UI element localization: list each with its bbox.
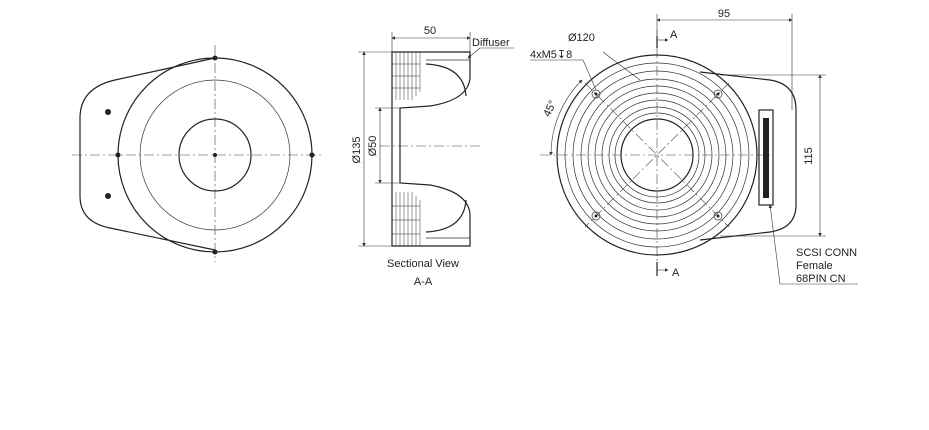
left-center-dot [213, 153, 217, 157]
left-mount-hole-bottom [105, 193, 111, 199]
connector-label-line3: 68PIN CN [796, 273, 846, 285]
right-rear-view: 95 115 [530, 8, 858, 285]
section-subtitle: A-A [414, 276, 433, 288]
right-diagonal-1 [584, 82, 730, 228]
section-fins-bottom [392, 192, 421, 246]
connector-label-line2: Female [796, 260, 833, 272]
connector-leader [768, 204, 781, 285]
sectional-view: 50 Ø135 Ø50 [351, 25, 514, 288]
scsi-connector-pins [763, 118, 769, 198]
right-mount-hole-bl [591, 211, 601, 221]
dia-leader [602, 51, 641, 81]
diffuser-leader [467, 47, 481, 59]
section-diffuser-bottom [425, 199, 467, 233]
left-housing-outline [79, 57, 216, 251]
right-height-dim: 115 [803, 147, 815, 165]
section-inner-dia-dim: Ø50 [367, 136, 379, 157]
right-mount-hole-tr [713, 89, 723, 99]
section-body-outline [391, 51, 471, 247]
section-diffuser-top [425, 63, 467, 97]
section-outer-dia-dim: Ø135 [351, 137, 363, 164]
scsi-connector-body [758, 109, 774, 206]
section-marker-top: A [670, 29, 678, 41]
angle-dim: 45° [541, 99, 559, 119]
angle-arc [549, 79, 583, 156]
connector-label-line1: SCSI CONN [796, 247, 857, 259]
right-mount-hole-br [713, 211, 723, 221]
section-fins-top [392, 52, 421, 100]
left-front-view [72, 45, 322, 262]
hole-spec: 4xM5↧8 [530, 49, 572, 61]
left-dot-left [115, 152, 121, 158]
diffuser-label: Diffuser [472, 37, 510, 49]
right-width-dim: 95 [718, 8, 730, 20]
right-diagonal-2 [584, 82, 730, 228]
section-width-dim: 50 [424, 25, 436, 37]
hole-spec-leader [582, 59, 597, 91]
left-mount-hole-top [105, 109, 111, 115]
left-dot-bottom [212, 249, 218, 255]
left-dot-top [212, 55, 218, 61]
right-housing-outline [699, 71, 797, 241]
right-dia-dim: Ø120 [568, 32, 595, 44]
left-dot-right [309, 152, 315, 158]
section-title: Sectional View [387, 258, 459, 270]
section-marker-bottom: A [672, 267, 680, 279]
